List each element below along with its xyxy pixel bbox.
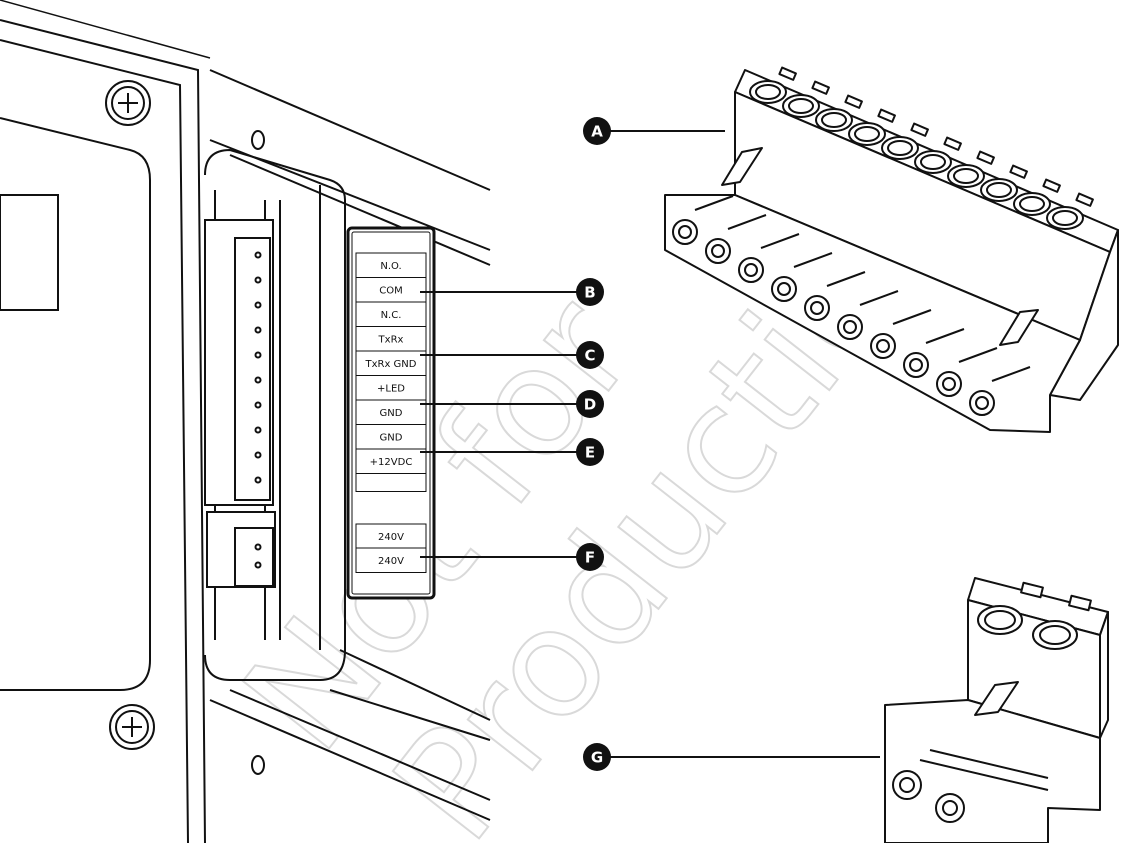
ridge-line <box>727 214 767 230</box>
terminal-label-cell <box>355 350 427 376</box>
release-slot <box>778 66 797 81</box>
wire-entry-inner <box>711 244 725 258</box>
terminal-block-10pin <box>664 66 1119 433</box>
screw-hole-inner <box>755 84 781 100</box>
terminal-label-cell-empty <box>355 473 427 492</box>
ridge-line <box>958 347 998 363</box>
callout-d: D <box>576 390 604 418</box>
screw-hole-inner <box>854 126 880 142</box>
callout-f-letter: F <box>585 549 595 567</box>
terminal-label-cell <box>355 375 427 401</box>
terminal-label-cell <box>355 547 427 573</box>
header-pin <box>254 301 262 309</box>
header-pin <box>254 451 262 459</box>
device-panel <box>0 0 491 843</box>
header-pin <box>254 326 262 334</box>
header-connector-power <box>206 511 276 588</box>
ridge-line <box>793 252 833 268</box>
wire-entry-inner <box>909 358 923 372</box>
terminal-label-text: 240V <box>378 532 404 543</box>
release-slot <box>910 122 929 137</box>
header-pin <box>254 251 262 259</box>
terminal-label-cell <box>355 523 427 549</box>
terminal-label-text: COM <box>379 286 402 297</box>
terminal-label-cell <box>355 252 427 278</box>
terminal-label-text: +LED <box>377 384 405 395</box>
callout-e-letter: E <box>585 444 595 462</box>
wire-entry-inner <box>843 320 857 334</box>
ridge-line <box>760 233 800 249</box>
ridge-line <box>892 309 932 325</box>
wire-entry-inner <box>942 377 956 391</box>
terminal-label-cell <box>355 448 427 474</box>
screw-hole-inner <box>986 182 1012 198</box>
screw-hole-inner <box>887 140 913 156</box>
screw-top <box>105 80 151 126</box>
callout-g: G <box>583 743 611 771</box>
screw-hole-inner <box>788 98 814 114</box>
ridge-line <box>694 195 734 211</box>
terminal-label-cell <box>355 326 427 352</box>
callout-c-letter: C <box>584 347 595 365</box>
screw-hole-inner <box>953 168 979 184</box>
header-pin <box>254 276 262 284</box>
header-connector-main <box>204 219 274 506</box>
wire-entry-inner <box>975 396 989 410</box>
terminal-label-cell <box>355 424 427 450</box>
ridge-line <box>991 366 1031 382</box>
ridge-line <box>826 271 866 287</box>
header-pin <box>254 401 262 409</box>
wire-entry-inner <box>777 282 791 296</box>
release-slot <box>1042 178 1061 193</box>
terminal-label-cell <box>355 277 427 303</box>
terminal-label-text: GND <box>380 408 403 419</box>
terminal-label-cell <box>355 399 427 425</box>
callout-d-letter: D <box>584 396 596 414</box>
screw-bottom <box>109 704 155 750</box>
release-slot <box>844 94 863 109</box>
header-pin <box>254 476 262 484</box>
release-slot <box>976 150 995 165</box>
callout-a: A <box>583 117 611 145</box>
callout-e: E <box>576 438 604 466</box>
release-slot <box>877 108 896 123</box>
callout-g-letter: G <box>591 749 603 767</box>
header-pin <box>254 351 262 359</box>
terminal-label-text: TxRx GND <box>364 359 416 370</box>
callout-b: B <box>576 278 604 306</box>
wire-entry-inner <box>678 225 692 239</box>
terminal-label-text: N.C. <box>381 310 402 321</box>
terminal-label-text: GND <box>380 433 403 444</box>
release-slot <box>811 80 830 95</box>
wire-entry-inner <box>876 339 890 353</box>
terminal-label-text: TxRx <box>378 335 404 346</box>
terminal-label-text: N.O. <box>380 261 401 272</box>
screw-hole-inner <box>1019 196 1045 212</box>
terminal-block-2pin <box>884 577 1109 843</box>
header-pin <box>254 426 262 434</box>
release-slot <box>943 136 962 151</box>
terminal-label-cell <box>355 301 427 327</box>
wire-entry-inner <box>744 263 758 277</box>
callout-a-letter: A <box>591 123 603 141</box>
ridge-line <box>925 328 965 344</box>
screw-hole-inner <box>920 154 946 170</box>
header-pin <box>254 376 262 384</box>
ridge-line <box>859 290 899 306</box>
wire-entry-inner <box>810 301 824 315</box>
callout-c: C <box>576 341 604 369</box>
screw-hole-inner <box>1052 210 1078 226</box>
terminal-label-text: 240V <box>378 556 404 567</box>
callout-b-letter: B <box>584 284 595 302</box>
callout-f: F <box>576 543 604 571</box>
leader-lines <box>420 130 880 758</box>
terminal-label-text: +12VDC <box>370 457 413 468</box>
release-slot <box>1009 164 1028 179</box>
screw-hole-inner <box>821 112 847 128</box>
release-slot <box>1075 192 1094 207</box>
